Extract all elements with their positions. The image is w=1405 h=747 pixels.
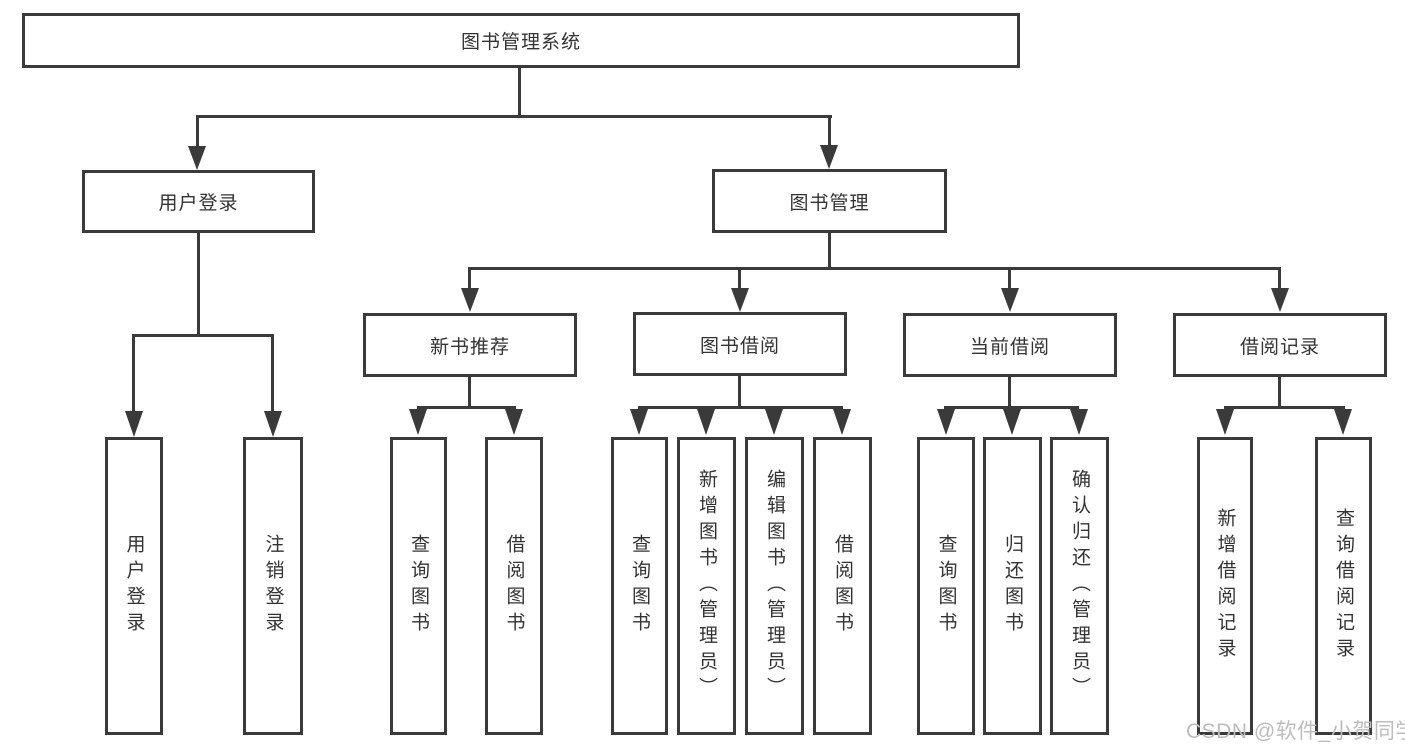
- arrowhead-book-borrow: [731, 288, 749, 312]
- connector-book-mgmt-down: [828, 231, 831, 270]
- leaf-query-borrow-record: 查询借阅记录: [1315, 437, 1372, 735]
- connector-current-borrow-down: [1008, 375, 1011, 409]
- connector-level3-bar: [468, 267, 1281, 270]
- node-borrow-records: 借阅记录: [1173, 313, 1387, 377]
- arrowhead-add-book: [697, 409, 715, 435]
- arrowhead-edit-book: [765, 409, 783, 435]
- connector-drop-user-login: [196, 115, 199, 147]
- node-book-management: 图书管理: [712, 169, 947, 233]
- connector-user-login-bar: [132, 334, 274, 337]
- node-book-borrow: 图书借阅: [633, 312, 847, 376]
- arrowhead-current-borrow: [1001, 288, 1019, 312]
- leaf-query-books-under-new-book: 查询图书: [390, 437, 447, 735]
- leaf-add-book-admin: 新增图书（管理员）: [677, 437, 736, 735]
- arrowhead-book-mgmt: [820, 145, 838, 169]
- node-user-login: 用户登录: [82, 170, 315, 233]
- csdn-watermark: CSDN @软件_小贺同学: [1186, 720, 1405, 743]
- leaf-logout: 注销登录: [243, 437, 303, 735]
- arrowhead-add-record: [1216, 409, 1234, 435]
- leaf-borrow-books-under-book-borrow: 借阅图书: [813, 437, 872, 735]
- connector-root-down: [518, 68, 521, 118]
- leaf-query-books-under-book-borrow: 查询图书: [611, 437, 668, 735]
- node-current-borrow: 当前借阅: [903, 313, 1117, 377]
- connector-drop-leaf-logout: [271, 334, 274, 412]
- arrowhead-query-books-3: [937, 409, 955, 435]
- connector-current-borrow-bar: [944, 406, 1079, 409]
- connector-book-borrow-bar: [638, 406, 843, 409]
- arrowhead-borrow-records: [1271, 288, 1289, 312]
- arrowhead-return-books: [1003, 409, 1021, 435]
- connector-drop-borrow-records: [1278, 267, 1281, 289]
- arrowhead-confirm-return: [1070, 409, 1088, 435]
- arrowhead-new-book: [461, 288, 479, 312]
- arrowhead-leaf-logout: [264, 411, 282, 437]
- arrowhead-query-books-2: [630, 409, 648, 435]
- leaf-confirm-return-admin: 确认归还（管理员）: [1050, 437, 1109, 735]
- connector-user-login-down: [197, 231, 200, 337]
- connector-borrow-records-down: [1278, 375, 1281, 409]
- arrowhead-user-login: [188, 146, 206, 170]
- connector-drop-book-mgmt: [828, 115, 831, 147]
- arrowhead-borrow-books-2: [833, 409, 851, 435]
- node-new-book-recommend: 新书推荐: [363, 313, 577, 377]
- leaf-user-login: 用户登录: [105, 437, 163, 735]
- connector-drop-new-book: [468, 267, 471, 289]
- connector-borrow-records-bar: [1224, 406, 1345, 409]
- leaf-query-books-under-current-borrow: 查询图书: [917, 437, 975, 735]
- connector-drop-leaf-login: [132, 334, 135, 412]
- leaf-edit-book-admin: 编辑图书（管理员）: [745, 437, 804, 735]
- arrowhead-query-books-1: [409, 409, 427, 435]
- connector-new-book-down: [468, 375, 471, 409]
- connector-drop-book-borrow: [738, 267, 741, 289]
- arrowhead-borrow-books-1: [505, 409, 523, 435]
- connector-drop-current-borrow: [1008, 267, 1011, 289]
- arrowhead-query-record: [1334, 409, 1352, 435]
- connector-new-book-bar: [417, 406, 516, 409]
- leaf-return-books: 归还图书: [983, 437, 1042, 735]
- connector-level2-bar: [196, 115, 832, 118]
- connector-book-borrow-down: [738, 374, 741, 409]
- leaf-borrow-books-under-new-book: 借阅图书: [485, 437, 543, 735]
- leaf-add-borrow-record: 新增借阅记录: [1197, 437, 1253, 735]
- node-library-system: 图书管理系统: [22, 13, 1020, 68]
- arrowhead-leaf-login: [125, 411, 143, 437]
